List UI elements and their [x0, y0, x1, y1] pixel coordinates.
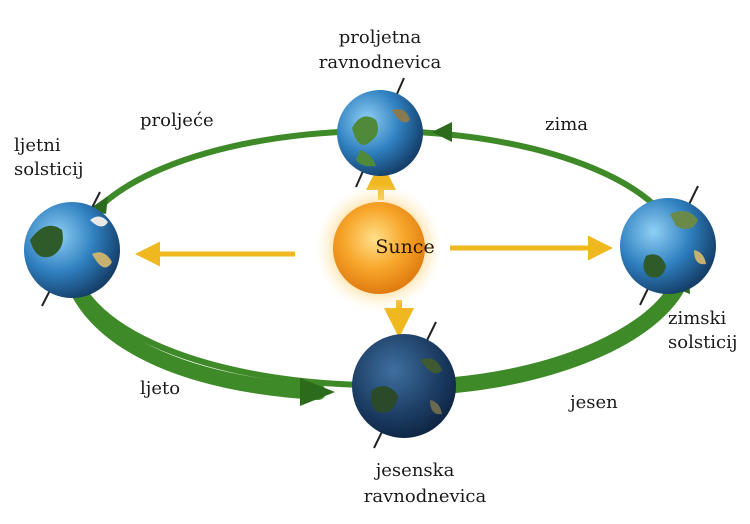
orbit-thick-left — [62, 264, 326, 400]
spring-equinox-label-line1: proljetna — [338, 27, 422, 48]
earth-summer-solstice — [24, 191, 120, 307]
earth-winter-solstice — [620, 185, 716, 306]
sun — [333, 202, 425, 294]
orbit-arrow-top-right — [432, 122, 452, 142]
summer-solstice-label-line1: ljetni — [14, 135, 61, 156]
spring-equinox-label-line2: ravnodnevica — [318, 52, 442, 73]
orbit-thick-right — [447, 274, 688, 393]
earth-spring-equinox — [337, 77, 423, 188]
season-spring-label: proljeće — [140, 110, 214, 131]
season-winter-label: zima — [545, 114, 589, 135]
winter-solstice-label-line1: zimski — [668, 308, 727, 329]
orbit-arrow-bottom-left — [300, 378, 335, 406]
earth-autumn-equinox — [352, 321, 456, 449]
autumn-equinox-label-line1: jesenska — [375, 460, 455, 481]
winter-solstice-label-line2: solsticij — [668, 332, 738, 353]
autumn-equinox-label-line2: ravnodnevica — [363, 486, 487, 507]
season-summer-label: ljeto — [140, 378, 181, 399]
season-autumn-label: jesen — [570, 392, 618, 413]
summer-solstice-label-line2: solsticij — [14, 159, 84, 180]
sun-label: Sunce — [375, 236, 435, 258]
